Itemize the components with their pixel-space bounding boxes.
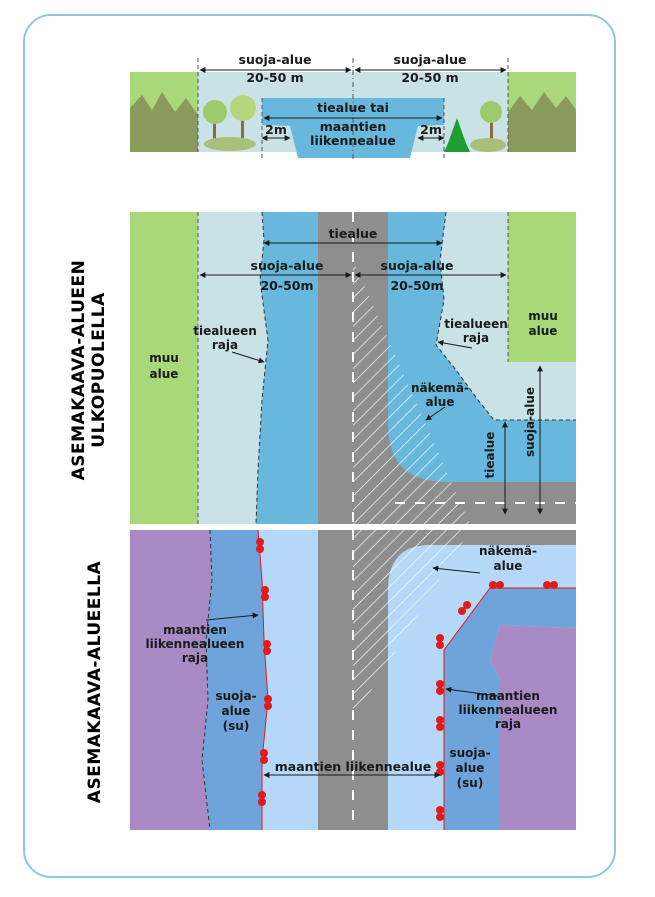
top-left-margin-label: 2m xyxy=(265,122,287,137)
middle-tiealue-label: tiealue xyxy=(329,226,378,241)
right-road-area xyxy=(388,212,576,482)
middle-right-width-label: 20-50m xyxy=(390,278,443,293)
right-boundary-pointer xyxy=(437,339,473,349)
left-boundary-line xyxy=(257,529,269,830)
bottom-left-zone-label-1: suoja- xyxy=(215,689,256,703)
visibility-triangle xyxy=(353,260,470,524)
top-left-width-label: 20-50 m xyxy=(246,70,303,85)
bottom-left-zone-label-3: (su) xyxy=(223,719,250,733)
bottom-left-boundary-label-2: liikennealueen xyxy=(146,637,245,651)
bottom-visibility-label-1: näkemä- xyxy=(479,544,537,558)
bottom-right-zone-label-2: alue xyxy=(456,761,485,775)
top-road-label-3: liikennealue xyxy=(310,133,396,148)
left-other-area xyxy=(130,212,198,524)
bottom-left-boundary-pointer xyxy=(205,612,259,621)
top-road-label-2: maantien xyxy=(320,119,386,134)
bottom-right-zone-label-3: (su) xyxy=(457,776,484,790)
boundary-markers xyxy=(256,538,558,821)
inside-plan-area: näkemä- alue maantien liikennealueen raj… xyxy=(85,529,576,831)
left-su-boundary xyxy=(201,529,213,831)
outside-plan-area: tiealue suoja-alue 20-50m suoja-alue 20-… xyxy=(69,211,576,525)
road-area-label: maantien liikennealue xyxy=(275,759,431,774)
top-road-label-1: tiealue tai xyxy=(317,100,389,115)
right-road-boundary xyxy=(435,211,576,421)
outside-plan-title-1: ASEMAKAAVA-ALUEEN xyxy=(69,260,89,481)
right-plan-area xyxy=(490,625,576,830)
top-right-zone-label: suoja-alue xyxy=(394,52,467,67)
left-boundary-pointer xyxy=(231,351,265,364)
bottom-right-boundary-pointer xyxy=(445,686,499,697)
left-plan-area xyxy=(130,530,212,830)
middle-right-other-label-1: muu xyxy=(528,309,558,323)
middle-right-boundary-label-2: raja xyxy=(463,331,489,345)
left-road-area xyxy=(256,212,318,524)
middle-left-boundary-label-2: raja xyxy=(212,338,238,352)
road-trench xyxy=(262,98,444,158)
middle-right-other-label-2: alue xyxy=(529,324,558,338)
bottom-left-zone-label-2: alue xyxy=(222,704,251,718)
bottom-right-boundary-label-3: raja xyxy=(495,717,521,731)
top-right-width-label: 20-50 m xyxy=(401,70,458,85)
inside-plan-title: ASEMAKAAVA-ALUEELLA xyxy=(85,560,105,803)
top-right-margin-label: 2m xyxy=(420,122,442,137)
outside-plan-title-2: ULKOPUOLELLA xyxy=(89,292,109,448)
middle-right-zone-label: suoja-alue xyxy=(381,258,454,273)
bottom-visibility-label-2: alue xyxy=(494,559,523,573)
right-trees-icon xyxy=(444,101,506,152)
right-other-area xyxy=(508,212,576,362)
right-su-zone xyxy=(444,588,576,830)
visibility-pointer xyxy=(425,406,446,421)
bottom-left-boundary-label-1: maantien xyxy=(163,623,227,637)
bottom-visibility-triangle xyxy=(353,530,470,720)
right-hills-icon xyxy=(508,92,576,152)
bottom-visibility-pointer xyxy=(432,565,481,574)
middle-side-tiealue-label: tiealue xyxy=(483,432,497,479)
middle-visibility-label-2: alue xyxy=(426,395,455,409)
right-boundary-line xyxy=(443,587,576,830)
left-hills-icon xyxy=(130,92,198,152)
middle-left-zone-label: suoja-alue xyxy=(251,258,324,273)
middle-left-width-label: 20-50m xyxy=(260,278,313,293)
middle-left-boundary-label-1: tiealueen xyxy=(193,324,257,338)
bottom-right-boundary-label-2: liikennealueen xyxy=(459,703,558,717)
middle-left-other-label-2: alue xyxy=(150,367,179,381)
left-trees-icon xyxy=(203,95,256,151)
bottom-right-boundary-label-1: maantien xyxy=(476,689,540,703)
bottom-right-zone-label-1: suoja- xyxy=(449,746,490,760)
left-su-zone xyxy=(202,530,268,830)
top-left-zone-label: suoja-alue xyxy=(239,52,312,67)
middle-left-other-label-1: muu xyxy=(149,351,179,365)
middle-side-suoja-label: suoja-alue xyxy=(523,387,537,457)
middle-right-boundary-label-1: tiealueen xyxy=(444,317,508,331)
bottom-left-boundary-label-3: raja xyxy=(182,651,208,665)
middle-visibility-label-1: näkemä- xyxy=(411,381,469,395)
cross-section: suoja-alue 20-50 m suoja-alue 20-50 m ti… xyxy=(130,52,576,160)
